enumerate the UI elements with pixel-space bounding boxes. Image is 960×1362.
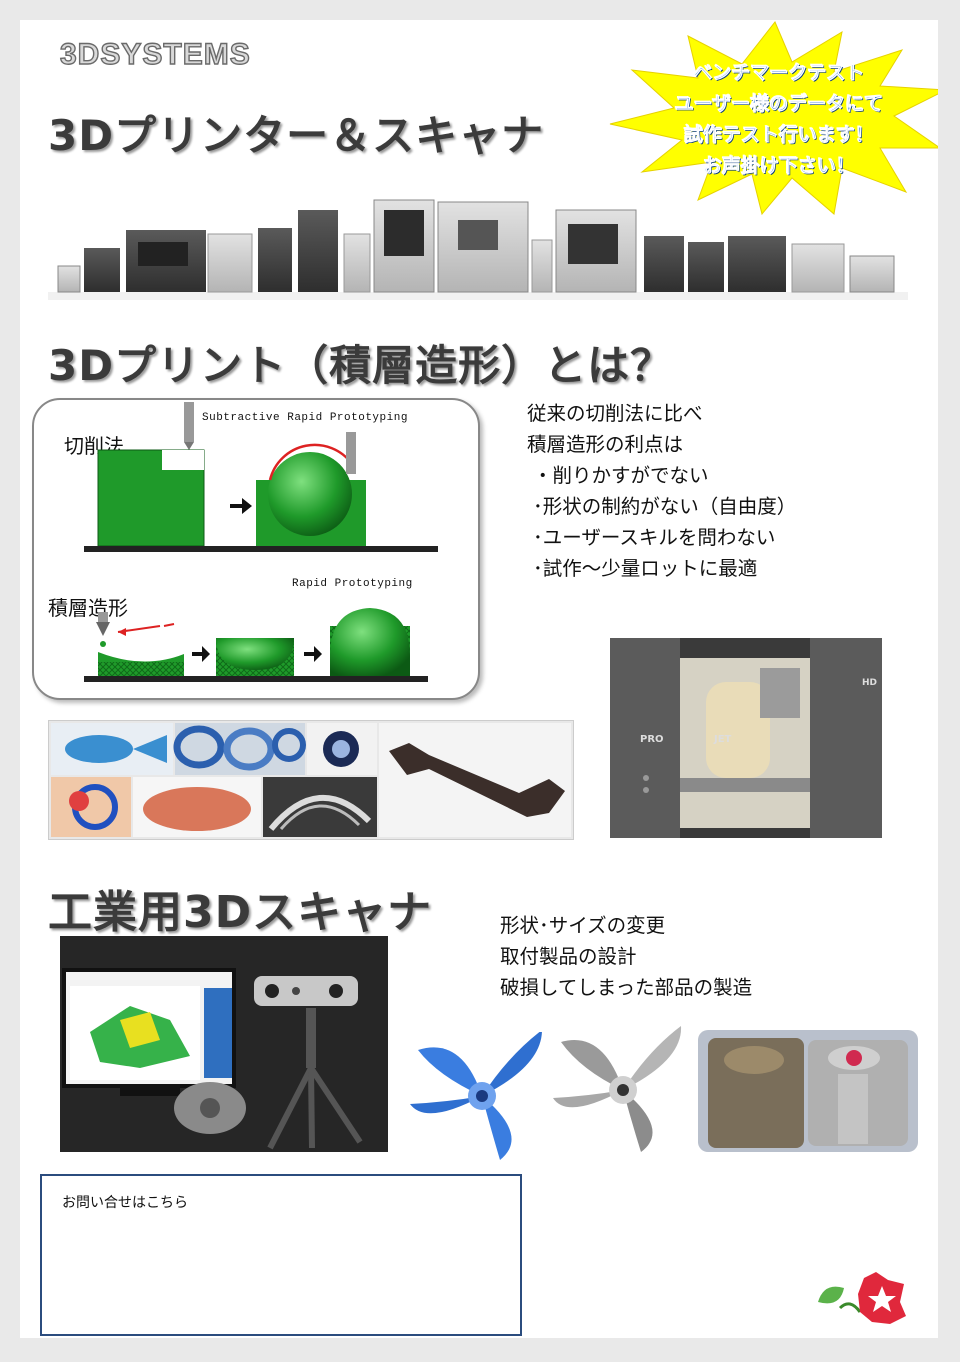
contact-label: お問い合せはこちら [62, 1195, 188, 1211]
caption-additive: Rapid Prototyping [292, 578, 413, 590]
printer-lineup-image [48, 199, 908, 300]
impeller-scan-image [410, 1032, 542, 1160]
benefit-item: ･ユーザースキルを問わない [533, 526, 776, 549]
section-title-3d-print: 3Dプリント（積層造形）とは？ [48, 341, 674, 390]
star-line: お声掛け下さい！ [702, 155, 856, 178]
flyer-page: 3DSYSTEMS ベンチマークテスト ユーザー様のデータにて 試作テスト行いま… [20, 20, 938, 1338]
section-title-scanner: 工業用3Dスキャナ [48, 887, 433, 938]
benefits-list: 従来の切削法に比べ 積層造形の利点は ・削りかすがでない ･形状の制約がない（自… [527, 398, 796, 584]
repaired-part-photo [698, 1030, 918, 1152]
process-diagram: 切削法 Subtractive Rapid Prototyping 積層造形 R… [32, 398, 480, 700]
impeller-cad-image [553, 1026, 682, 1152]
star-line: ベンチマークテスト [693, 62, 865, 85]
star-line: ユーザー様のデータにて [674, 93, 884, 116]
projet-label-left: PRO [640, 734, 664, 745]
benefit-item: ･形状の制約がない（自由度） [533, 495, 797, 518]
scanner-use-item: 形状･サイズの変更 [500, 914, 666, 937]
scanner-setup-photo [60, 936, 388, 1152]
benefit-item: ・削りかすがでない [533, 464, 709, 487]
contact-box[interactable]: お問い合せはこちら [40, 1174, 522, 1336]
benefit-item: ･試作～少量ロットに最適 [533, 557, 758, 580]
starburst-badge [609, 21, 938, 216]
projet-printer-photo: PRO JET HD [610, 638, 882, 838]
projet-printer-image [610, 638, 882, 838]
star-line: 試作テスト行います！ [683, 124, 875, 147]
scanner-use-item: 取付製品の設計 [500, 945, 637, 968]
sample-prints-collage [48, 720, 574, 840]
projet-label-right: JET [714, 734, 732, 745]
process-illustration [84, 402, 438, 682]
caption-subtractive: Subtractive Rapid Prototyping [202, 412, 408, 424]
projet-label-corner: HD [862, 678, 878, 688]
sample-prints-image [51, 723, 571, 837]
label-additive: 積層造形 [48, 596, 128, 620]
starburst-text: ベンチマークテスト ユーザー様のデータにて 試作テスト行います！ お声掛け下さい… [638, 58, 920, 182]
benefits-intro: 従来の切削法に比べ [527, 402, 703, 425]
company-logo-icon [818, 1272, 906, 1324]
benefits-intro: 積層造形の利点は [527, 433, 684, 456]
scanner-uses: 形状･サイズの変更 取付製品の設計 破損してしまった部品の製造 [500, 910, 752, 1003]
brand-logo-text: 3DSYSTEMS [59, 37, 251, 71]
scanner-use-item: 破損してしまった部品の製造 [500, 976, 753, 999]
main-title: 3Dプリンター＆スキャナ [48, 111, 545, 160]
scanner-setup-image [60, 936, 388, 1152]
